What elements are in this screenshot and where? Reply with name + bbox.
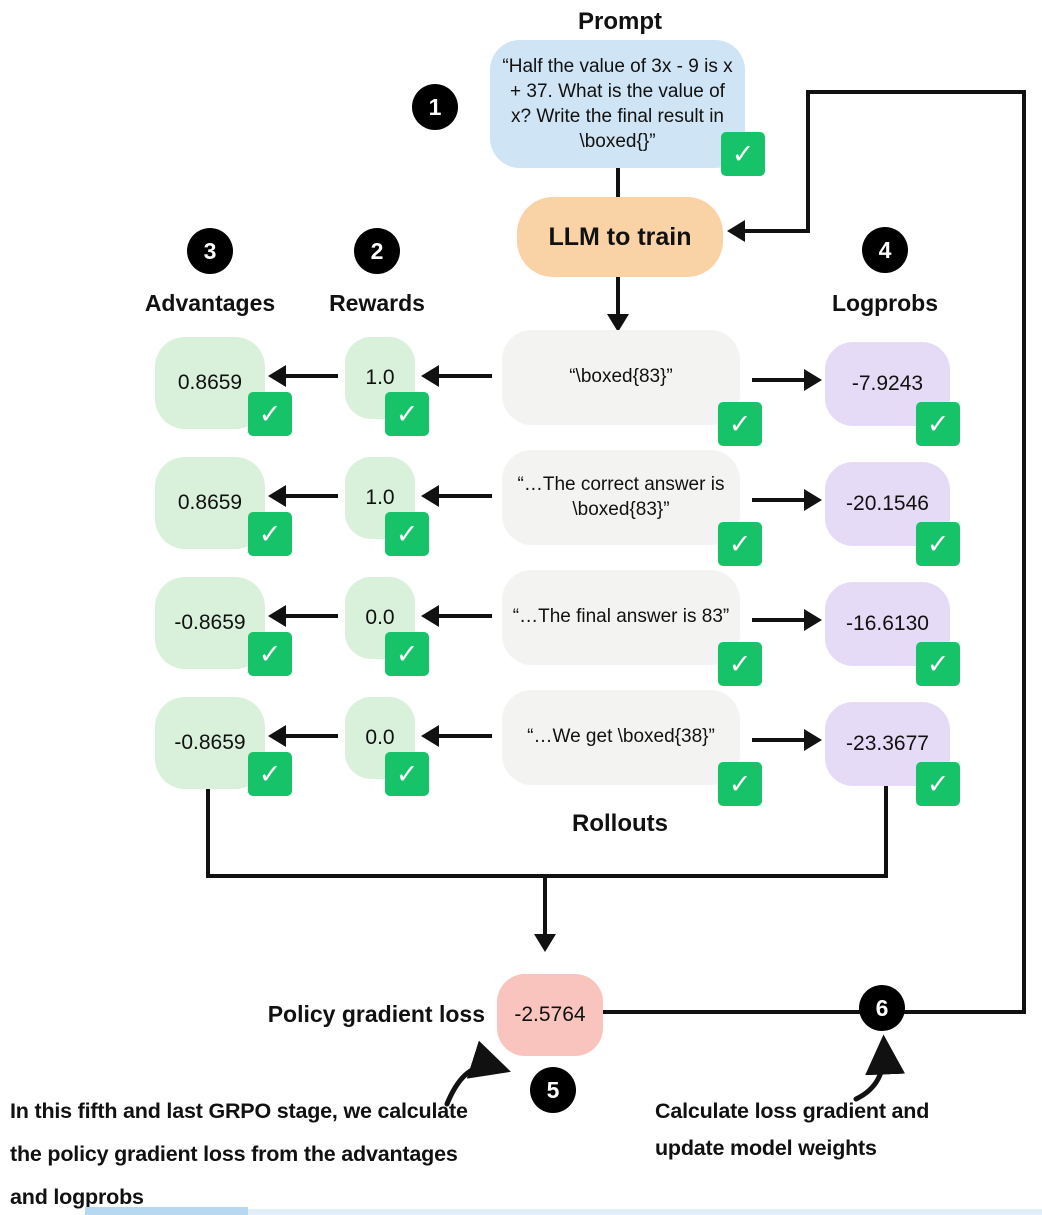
step-3-badge: 3 [187,228,233,274]
bottom-clipped-strip-light [248,1209,1042,1215]
rollout-text: “…The final answer is 83” [502,570,740,665]
rollout-check-icon: ✓ [718,402,762,446]
advantage-value: -0.8659 [155,577,265,669]
advantage-value: -0.8659 [155,697,265,789]
right-annotation: Calculate loss gradient and update model… [655,1093,985,1167]
advantages-header: Advantages [144,290,276,316]
rollout-check-icon: ✓ [718,642,762,686]
left-annotation-line1: In this fifth and last GRPO stage, we ca… [10,1099,468,1123]
curved-arrow-to-step6-icon [853,1034,906,1102]
rollout-text: “…The correct answer is \boxed{83}” [502,450,740,545]
left-annotation-line2: the policy gradient loss from the advant… [10,1142,458,1166]
advantage-check-icon: ✓ [248,632,292,676]
rollout-row-3: -0.8659 ✓ 0.0 ✓ “…The final answer is 83… [0,570,1042,690]
logprob-value: -7.9243 [825,342,950,426]
reward-to-advantage-line [285,374,338,378]
right-annotation-line1: Calculate loss gradient and [655,1099,930,1123]
arrowhead-icon [268,605,286,627]
loop-into-llm-line [744,229,808,233]
arrowhead-icon [268,485,286,507]
arrowhead-icon [268,365,286,387]
arrowhead-icon [268,725,286,747]
arrowhead-icon [421,485,439,507]
arrowhead-icon [421,365,439,387]
prompt-title: Prompt [578,8,662,35]
rollout-to-logprob-line [752,378,804,382]
loss-label: Policy gradient loss [267,1001,485,1027]
rollout-to-logprob-line [752,498,804,502]
logprob-check-icon: ✓ [916,402,960,446]
arrowhead-icon [804,369,822,391]
step-1-badge: 1 [412,84,458,130]
left-annotation: In this fifth and last GRPO stage, we ca… [10,1090,530,1215]
bracket-right-line [884,786,888,878]
rollout-to-reward-line [438,374,492,378]
arrowhead-icon [804,729,822,751]
advantage-check-icon: ✓ [248,752,292,796]
reward-check-icon: ✓ [385,752,429,796]
check-icon: ✓ [731,138,755,169]
right-annotation-line2: update model weights [655,1136,877,1160]
arrowhead-icon [421,725,439,747]
reward-check-icon: ✓ [385,392,429,436]
bracket-down-line [543,874,547,934]
reward-check-icon: ✓ [385,632,429,676]
advantage-check-icon: ✓ [248,512,292,556]
step-6-badge: 6 [859,985,905,1031]
bracket-left-line [206,789,210,878]
step-2-badge: 2 [354,228,400,274]
loop-into-llm-arrowhead-icon [727,220,745,242]
arrowhead-icon [804,609,822,631]
bracket-bottom-line [206,874,888,878]
rollout-to-logprob-line [752,738,804,742]
rollout-to-logprob-line [752,618,804,622]
loss-to-loop-line [603,1010,1026,1014]
rollout-text: “\boxed{83}” [502,330,740,425]
rollout-to-reward-line [438,734,492,738]
bottom-clipped-strip [85,1207,248,1215]
reward-check-icon: ✓ [385,512,429,556]
arrowhead-icon [804,489,822,511]
advantage-value: 0.8659 [155,337,265,429]
loop-top-line [806,90,1026,94]
rollout-to-reward-line [438,494,492,498]
llm-down-line [616,277,620,314]
bracket-down-arrowhead-icon [534,934,556,952]
left-annotation-line3: and logprobs [10,1185,144,1209]
logprob-check-icon: ✓ [916,762,960,806]
prompt-box: “Half the value of 3x - 9 is x + 37. Wha… [490,40,745,168]
llm-to-train-box: LLM to train [517,197,723,277]
rollouts-label: Rollouts [572,810,668,837]
logprob-check-icon: ✓ [916,642,960,686]
reward-to-advantage-line [285,494,338,498]
llm-down-arrowhead-icon [607,314,629,332]
rollout-check-icon: ✓ [718,762,762,806]
advantage-check-icon: ✓ [248,392,292,436]
rewards-header: Rewards [329,290,425,316]
rollout-to-reward-line [438,614,492,618]
rollout-row-2: 0.8659 ✓ 1.0 ✓ “…The correct answer is \… [0,450,1042,570]
loop-down-line [806,90,810,233]
rollout-row-4: -0.8659 ✓ 0.0 ✓ “…We get \boxed{38}” ✓ -… [0,690,1042,810]
logprobs-header: Logprobs [831,290,939,316]
reward-to-advantage-line [285,614,338,618]
prompt-check-icon: ✓ [721,132,765,176]
step-5-badge: 5 [530,1067,576,1113]
step-4-badge: 4 [862,227,908,273]
advantage-value: 0.8659 [155,457,265,549]
arrowhead-icon [421,605,439,627]
prompt-to-llm-line [616,168,620,197]
logprob-check-icon: ✓ [916,522,960,566]
rollout-check-icon: ✓ [718,522,762,566]
loss-value: -2.5764 [497,974,603,1056]
reward-to-advantage-line [285,734,338,738]
rollout-text: “…We get \boxed{38}” [502,690,740,785]
loop-right-line [1022,90,1026,1014]
rollout-row-1: 0.8659 ✓ 1.0 ✓ “\boxed{83}” ✓ -7.9243 ✓ [0,330,1042,450]
